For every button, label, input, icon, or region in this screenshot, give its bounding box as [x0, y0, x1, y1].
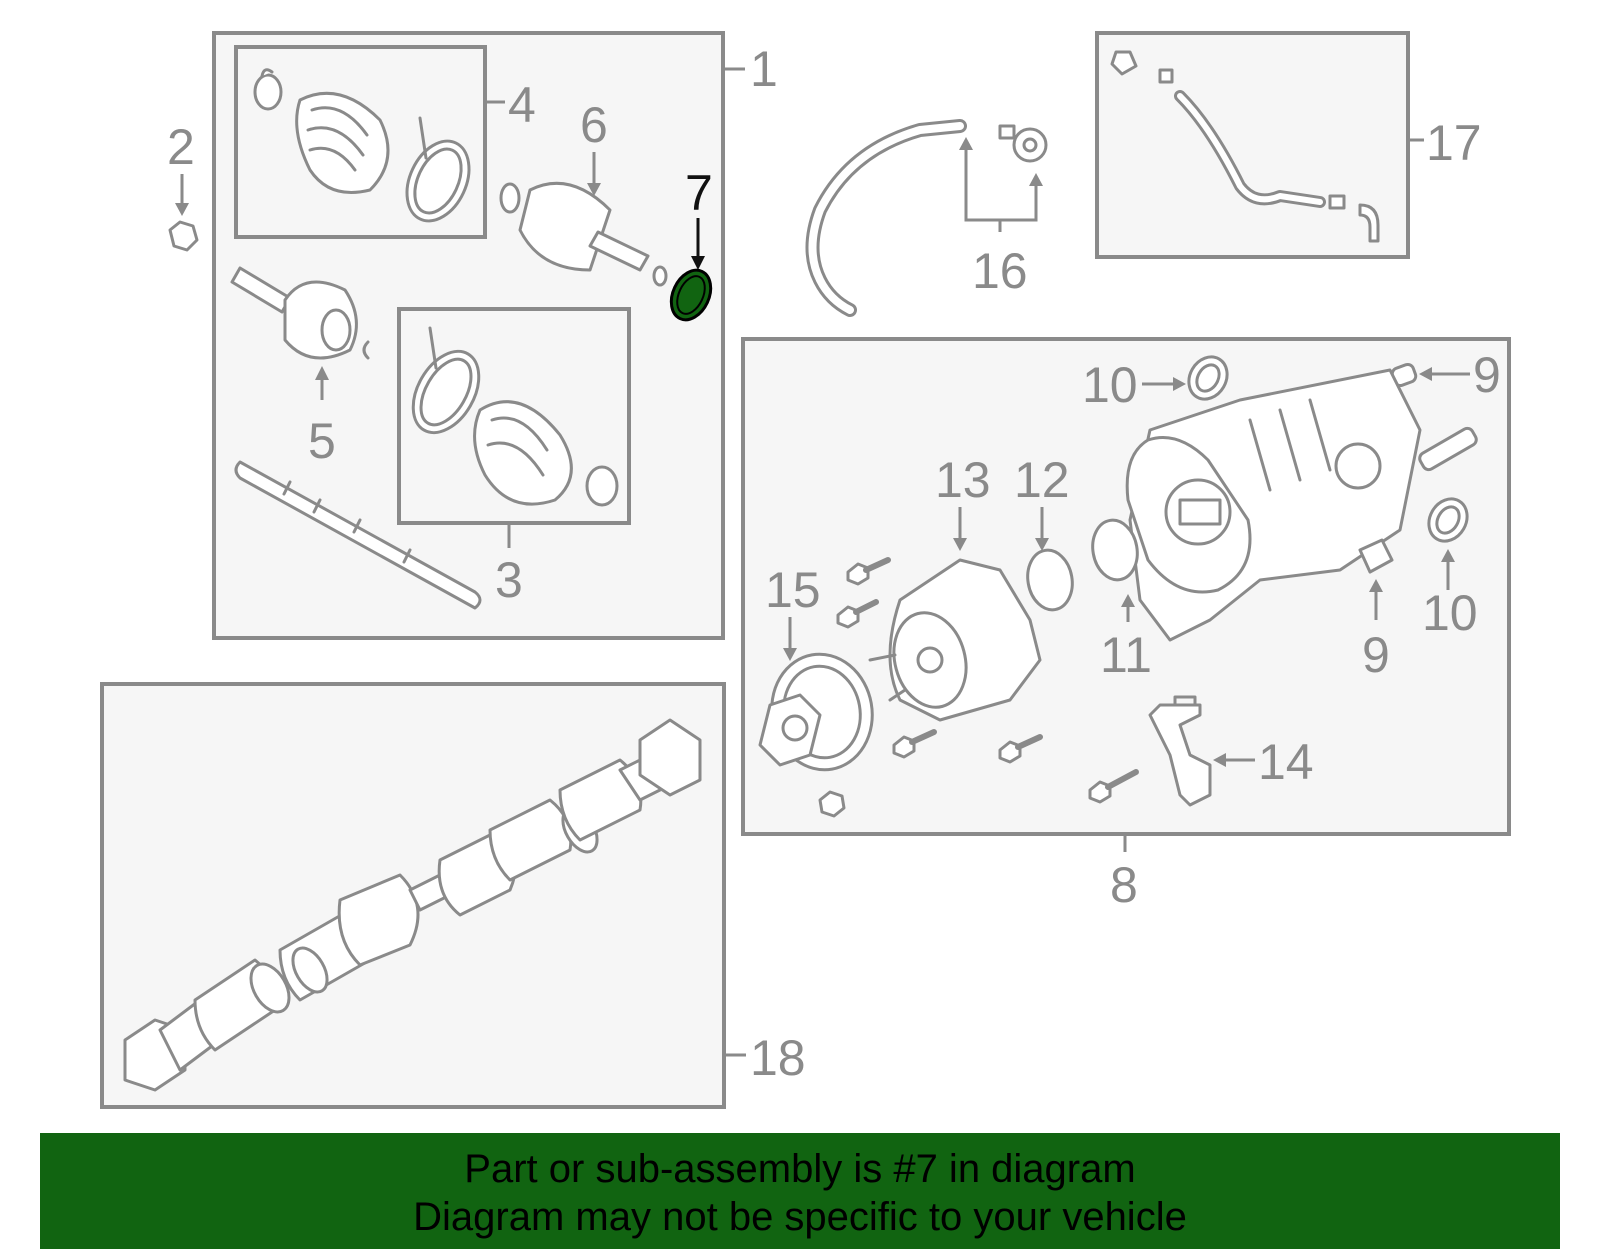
- callout-16[interactable]: 16: [972, 243, 1028, 299]
- bushing-9-right: [1358, 538, 1394, 574]
- callout-11[interactable]: 11: [1100, 627, 1152, 683]
- inner-cv-joint-6-drawing: [499, 181, 668, 287]
- callout-17[interactable]: 17: [1426, 115, 1482, 171]
- o-ring-12: [1026, 548, 1074, 612]
- info-banner: Part or sub-assembly is #7 in diagram Di…: [40, 1133, 1560, 1249]
- callout-9-top[interactable]: 9: [1473, 347, 1501, 403]
- vent-hose-16-drawing: [805, 119, 1048, 317]
- pin-drawing: [1418, 426, 1478, 472]
- callout-15[interactable]: 15: [765, 562, 821, 618]
- callout-12[interactable]: 12: [1014, 452, 1070, 508]
- highlighted-seal-7[interactable]: [664, 264, 719, 326]
- callout-3[interactable]: 3: [495, 552, 523, 608]
- flange-15-drawing: [758, 652, 874, 772]
- o-ring-11: [1091, 518, 1139, 582]
- banner-line-2: Diagram may not be specific to your vehi…: [413, 1195, 1187, 1239]
- bracket-14-drawing: [1148, 695, 1212, 807]
- callout-14[interactable]: 14: [1258, 734, 1314, 790]
- boot-kit-4-drawing: [253, 68, 471, 223]
- outer-cv-joint-5-drawing: [230, 266, 370, 360]
- differential-housing-drawing: [1125, 368, 1422, 642]
- boot-kit-3-drawing: [411, 326, 619, 507]
- box-vent-tube-17: [1095, 31, 1410, 259]
- callout-1[interactable]: 1: [750, 41, 778, 97]
- callout-4[interactable]: 4: [508, 77, 536, 133]
- axle-shaft-drawing: [234, 460, 482, 610]
- vent-tube-17-drawing: [1110, 50, 1380, 243]
- propeller-shaft-18-drawing: [123, 718, 702, 1092]
- coupling-housing-13-drawing: [868, 558, 1042, 722]
- callout-7[interactable]: 7: [685, 165, 713, 221]
- callout-6[interactable]: 6: [580, 97, 608, 153]
- callout-5[interactable]: 5: [308, 413, 336, 469]
- callout-9-right[interactable]: 9: [1362, 627, 1390, 683]
- callout-10-right[interactable]: 10: [1422, 585, 1478, 641]
- callout-13[interactable]: 13: [935, 452, 991, 508]
- callout-2[interactable]: 2: [167, 119, 195, 175]
- callout-8[interactable]: 8: [1110, 857, 1138, 913]
- banner-line-1: Part or sub-assembly is #7 in diagram: [464, 1147, 1136, 1191]
- nut-2: [168, 220, 199, 252]
- callout-10-top[interactable]: 10: [1082, 357, 1138, 413]
- bolts-drawing: [818, 557, 1139, 818]
- callout-18[interactable]: 18: [750, 1030, 806, 1086]
